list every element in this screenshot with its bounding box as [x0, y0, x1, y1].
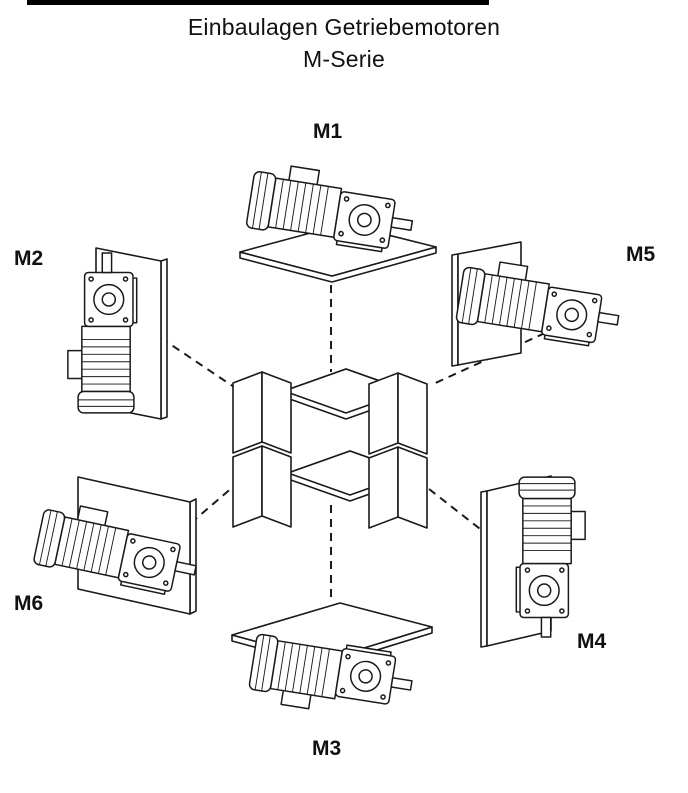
mounting-position-label-m2: M2: [14, 247, 44, 270]
gearmotor-m5-illustration: [451, 241, 625, 367]
m2-wall-edge: [160, 258, 168, 420]
cube-wall-upper-right: [368, 372, 428, 455]
gearmotor-m6-illustration: [31, 476, 204, 615]
center-mounting-cube: [232, 368, 428, 529]
page-subtitle: M-Serie: [303, 46, 385, 72]
m6-wall-edge: [189, 498, 197, 615]
gearmotor-m2-illustration: [67, 247, 168, 420]
gearmotor-m4-illustration: [480, 475, 586, 648]
mounting-position-label-m3: M3: [312, 737, 342, 760]
cube-wall-upper-left: [232, 371, 292, 454]
dashed-line-m2: [160, 337, 241, 392]
page-title: Einbaulagen Getriebemotoren: [187, 14, 501, 40]
m4-gearmotor: [515, 476, 586, 638]
gearmotor-m3-illustration: [231, 602, 433, 725]
mounting-position-label-m4: M4: [577, 630, 607, 653]
m2-gearmotor: [67, 252, 138, 414]
mounting-position-label-m1: M1: [313, 120, 343, 143]
mounting-position-label-m5: M5: [626, 243, 656, 266]
mounting-position-label-m6: M6: [14, 592, 44, 615]
gearmotor-m1-illustration: [239, 159, 437, 283]
cube-wall-lower-right: [368, 446, 428, 529]
m4-wall-edge: [480, 490, 488, 648]
cropped-top-bar-artifact: [27, 0, 489, 5]
cube-wall-lower-left: [232, 445, 292, 528]
